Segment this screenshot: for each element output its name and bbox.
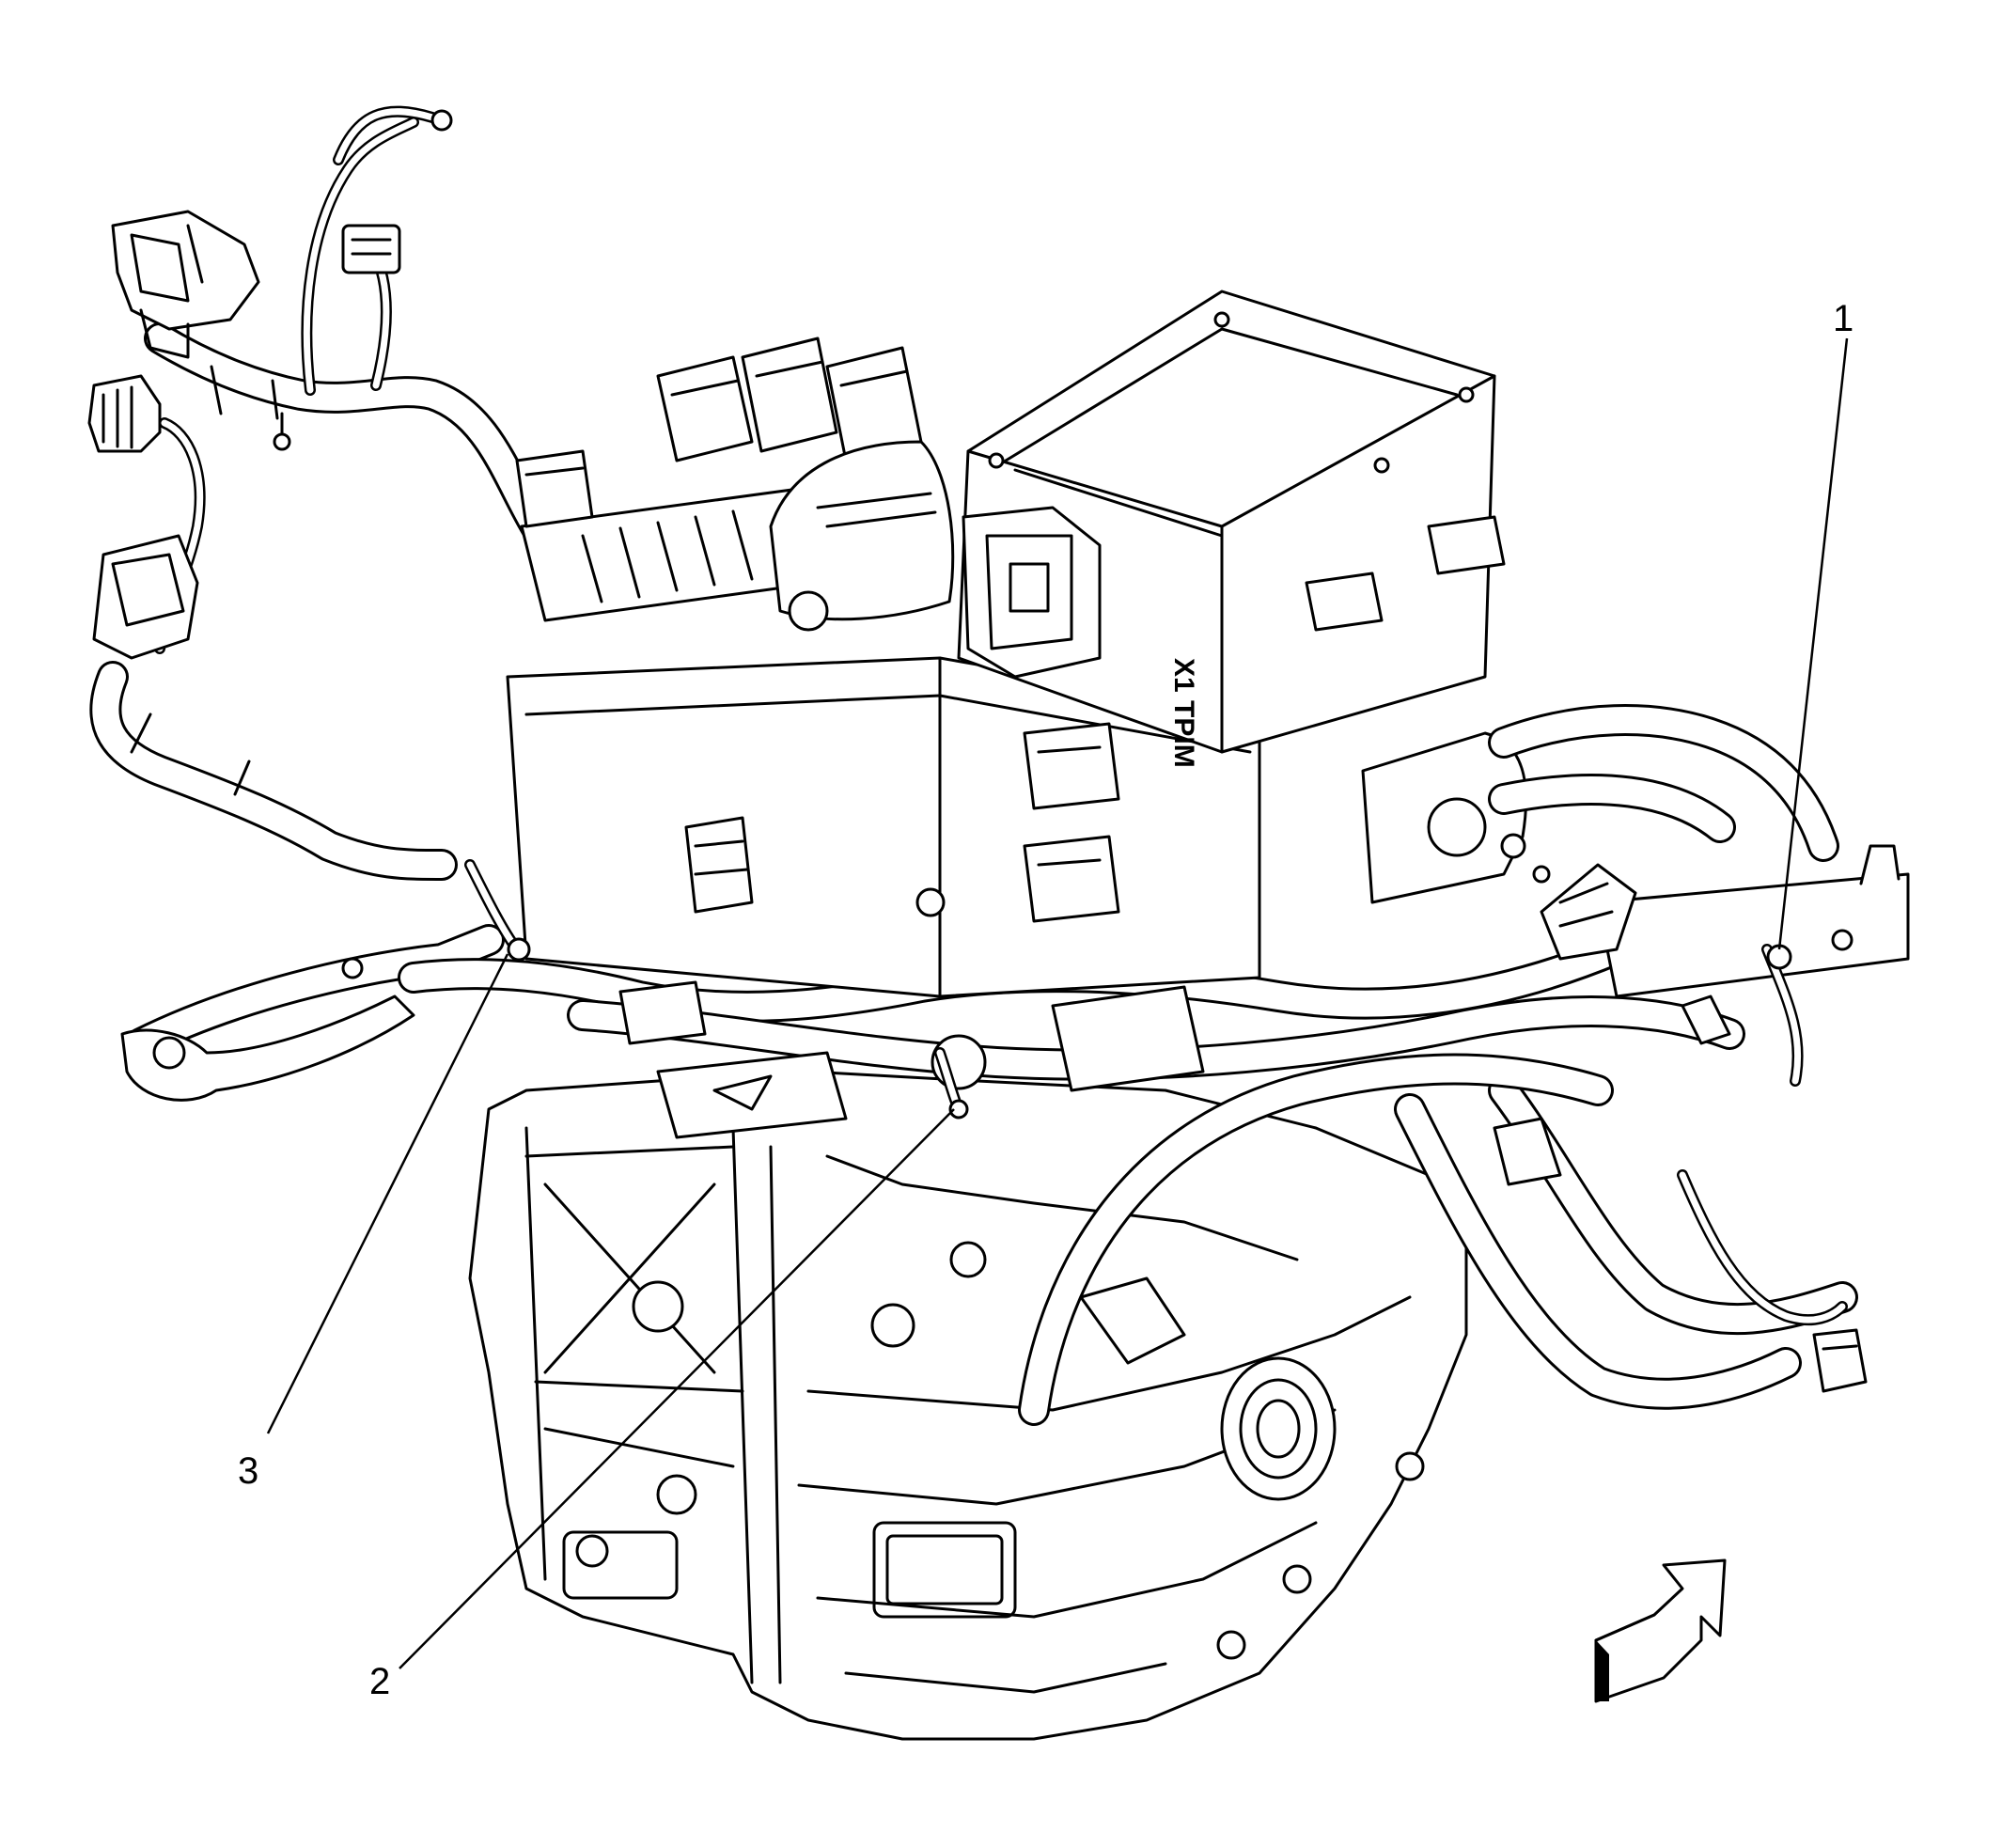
callout-2: 2 bbox=[369, 1108, 955, 1702]
right-side-coolant-hoses bbox=[1488, 704, 1910, 1393]
callout-label-1: 1 bbox=[1833, 298, 1853, 339]
arrow-icon bbox=[1594, 1558, 1727, 1703]
callout-3: 3 bbox=[238, 953, 509, 1492]
callout-label-3: 3 bbox=[238, 1450, 258, 1492]
power-electronics-stack: X1 TPIM bbox=[506, 290, 1528, 1139]
module-marking-label: X1 TPIM bbox=[1168, 658, 1199, 768]
upper-harness-branch bbox=[87, 105, 552, 881]
callout-1: 1 bbox=[1777, 298, 1853, 950]
ground-terminals bbox=[341, 859, 969, 1120]
drive-unit-housing bbox=[468, 1070, 1468, 1741]
callout-label-2: 2 bbox=[369, 1661, 390, 1702]
